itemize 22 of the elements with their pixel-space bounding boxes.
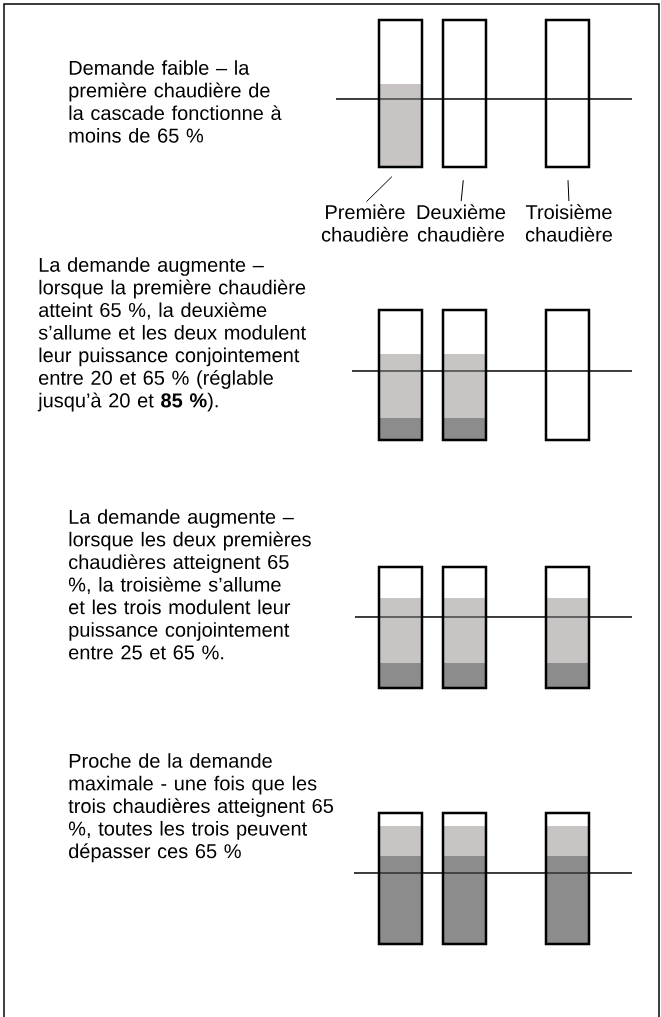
boiler-bar — [377, 565, 424, 690]
description-text: La demande augmente – lorsque la première chaudière atteint 65 %, la deuxième s’allume et les deux modulent leur puissance conjointement entre 20 et 65 % (réglable jusqu’à 20 et 85 %). — [37, 257, 306, 412]
boiler-bar — [377, 811, 424, 946]
boiler-label: Deuxième chaudière — [417, 204, 506, 242]
boiler-bar — [377, 18, 424, 169]
boiler-bar — [441, 565, 488, 690]
leader-line — [460, 179, 464, 202]
leader-line — [365, 176, 393, 203]
description-text: Proche de la demande maximale - une fois que les trois chaudières atteignent 65 %, toutes les trois peuvent dépasser ces 65 % — [68, 753, 333, 863]
boiler-bar — [544, 18, 591, 169]
boiler-bar — [441, 308, 488, 442]
leader-line — [567, 179, 570, 202]
boiler-bar — [544, 811, 591, 946]
description-text: Demande faible – la première chaudière de la cascade fonctionne à moins de 65 % — [69, 60, 282, 143]
boiler-label: Troisième chaudière — [525, 204, 612, 242]
description-text: La demande augmente – lorsque les deux premières chaudières atteignent 65 %, la troisième s’allume et les trois modulent leur puissance conjointement entre 25 et 65 %. — [68, 509, 311, 660]
boiler-label: Première chaudière — [321, 204, 408, 242]
boiler-bar — [544, 308, 591, 442]
boiler-bar — [441, 811, 488, 946]
boiler-bar — [377, 308, 424, 442]
boiler-bar — [441, 18, 488, 169]
boiler-bar — [544, 565, 591, 690]
